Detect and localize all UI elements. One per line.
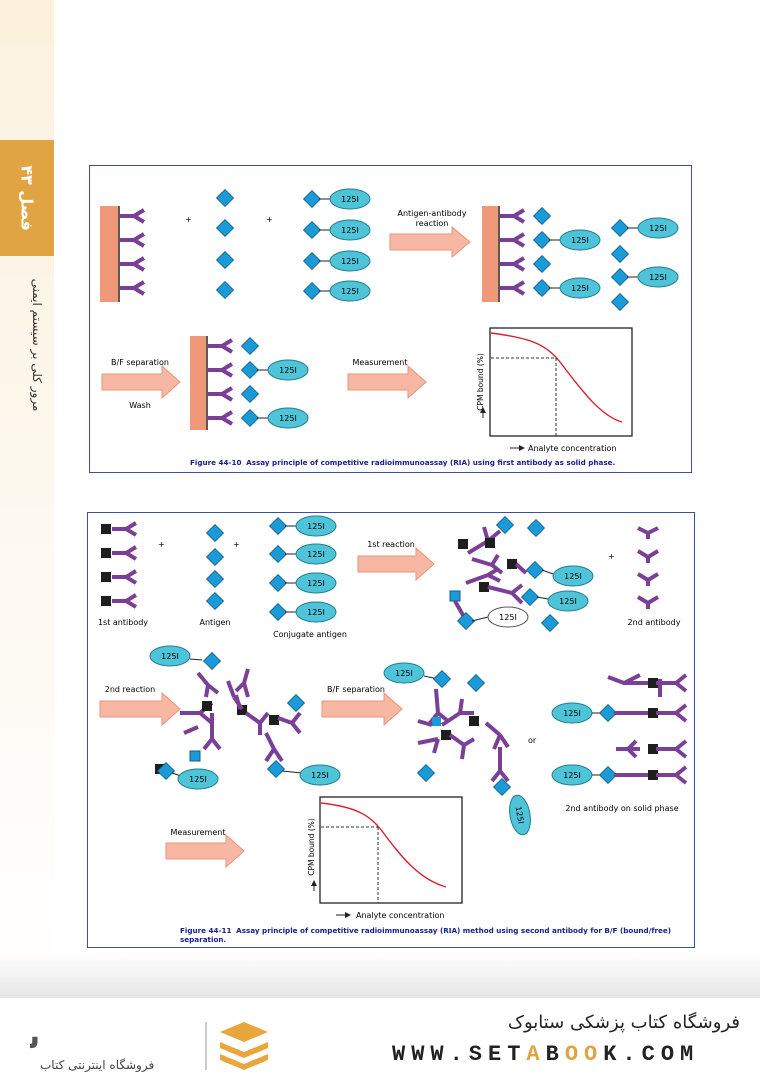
footer-banner [0,998,760,1080]
second-reaction-arrow [99,691,181,727]
conjugate-label: 125I [559,597,577,606]
bound-complex: 125I 125I [482,206,601,302]
chapter-label: فصل ۴۳ [17,165,37,231]
wash-label: Wash [129,401,151,410]
label-or: or [528,736,537,745]
free-antigens [216,189,234,299]
second-antibodies [636,526,660,609]
conjugate-label: 125I [189,775,207,784]
chapter-tab [0,140,54,256]
page-bottom-shadow [0,952,760,998]
bf-separation-label: B/F separation [111,358,169,367]
second-antibody-solid-phase: 125I 125I [551,673,688,786]
conjugate-label: 125I [307,579,325,588]
measurement-arrow [165,833,245,869]
logo-subtitle: فروشگاه اینترنتی کتاب [40,1058,155,1072]
conjugate-label: 125I [649,273,667,282]
washed-solid-phase: 125I 125I [190,336,309,430]
conjugate-antigens: 125I 125I 125I 125I [269,515,337,623]
label-bf-separation: B/F separation [327,685,385,694]
caption-44-10: Figure 44-10 Assay principle of competit… [190,458,616,467]
conjugate-label: 125I [307,522,325,531]
plus-sign: + [185,215,192,224]
conjugate-label: 125I [499,613,517,622]
conjugate-label: 125I [341,195,359,204]
conjugate-label: 125I [341,226,359,235]
y-axis-label: CPM bound (%) [307,818,316,876]
measurement-label: Measurement [353,358,408,367]
y-axis-label: CPM bound (%) [476,353,485,411]
first-reaction-complex: 125I 125I 125I [449,516,594,632]
figure-44-10: + + 125I 125I 125I 125I Antigen-antibody… [89,165,692,473]
label-second-antibody-solid: 2nd antibody on solid phase [565,804,678,813]
chapter-title: مرور کلی بر سیستم ایمنی [30,278,44,412]
standard-curve-plot: CPM bound (%) Analyte concentration [476,327,633,453]
figure-44-11: 1st antibody + Antigen + 125I 125I 125I … [87,512,695,948]
conjugate-label: 125I [341,257,359,266]
first-antibodies [101,521,138,609]
first-reaction-arrow [357,546,435,582]
plus-sign-2: + [266,215,273,224]
label-first-antibody: 1st antibody [98,618,148,627]
x-axis-label: Analyte concentration [356,911,444,920]
plus-sign: + [158,540,165,549]
conjugate-label: 125I [279,366,297,375]
solid-phase-antibodies [100,206,146,302]
label-antigen: Antigen [200,618,231,627]
caption-44-11: Figure 44-11 Assay principle of competit… [180,926,672,944]
conjugate-label: 125I [571,236,589,245]
logo-wordmark: ستابوک [30,1021,40,1056]
figure-44-11-diagram: 1st antibody + Antigen + 125I 125I 125I … [98,515,688,920]
second-reaction-complex: 125I 125I 125I [149,645,341,790]
free-antigens [206,524,224,610]
conjugate-label: 125I [307,550,325,559]
conjugate-label: 125I [563,709,581,718]
conjugate-label: 125I [311,771,329,780]
conjugate-label: 125I [307,608,325,617]
setabook-logo: ستابوک [30,1021,268,1070]
free-fraction: 125I 125I [611,217,679,311]
arrow-label-reaction-1: Antigen-antibody [398,209,467,218]
x-axis-label: Analyte concentration [528,444,616,453]
conjugate-label: 125I [514,806,526,825]
label-conjugate-antigen: Conjugate antigen [273,630,347,639]
conjugate-label: 125I [563,771,581,780]
conjugate-label: 125I [649,224,667,233]
label-first-reaction: 1st reaction [367,540,415,549]
conjugate-label: 125I [341,287,359,296]
reaction-arrow [389,225,471,259]
bf-separation-arrow [321,691,403,727]
conjugate-label: 125I [279,414,297,423]
figure-44-10-diagram: + + 125I 125I 125I 125I Antigen-antibody… [100,188,679,453]
store-url[interactable]: WWW.SETABOOK.COM [392,1042,700,1067]
label-second-antibody: 2nd antibody [628,618,681,627]
bf-arrow [101,364,181,400]
label-second-reaction: 2nd reaction [105,685,155,694]
conjugate-label: 125I [161,652,179,661]
store-name: فروشگاه کتاب پزشکی ستابوک [507,1012,740,1033]
separated-complex: 125I 125I [383,662,531,836]
conjugate-label: 125I [564,572,582,581]
plus-sign-3: + [608,552,615,561]
measurement-arrow [347,364,427,400]
standard-curve-plot: CPM bound (%) Analyte concentration [307,796,463,920]
conjugate-label: 125I [571,284,589,293]
arrow-label-reaction-2: reaction [416,219,449,228]
plus-sign-2: + [233,540,240,549]
logo-icon [220,1022,268,1042]
conjugate-label: 125I [395,669,413,678]
conjugate-antigens: 125I 125I 125I 125I [303,188,371,302]
label-measurement: Measurement [171,828,226,837]
